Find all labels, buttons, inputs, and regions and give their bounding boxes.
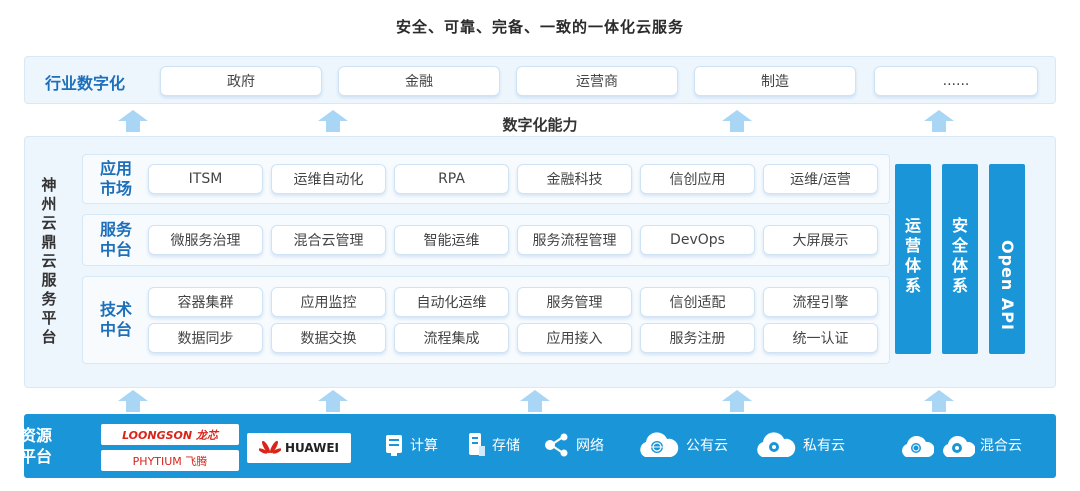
- service-middle-label: 服务中台: [99, 220, 132, 259]
- platform-label: 神州云鼎云服务平台: [41, 176, 57, 346]
- hybrid-cloud-public-icon: [902, 435, 934, 457]
- app-market-label: 应用市场: [99, 159, 132, 198]
- storage-item[interactable]: 存储: [465, 427, 520, 463]
- operation-system-bar[interactable]: 运营体系: [895, 164, 931, 354]
- tech-item[interactable]: 自动化运维: [394, 287, 509, 317]
- up-arrow-icon: [924, 110, 954, 132]
- tech-item[interactable]: 流程引擎: [763, 287, 878, 317]
- page-title: 安全、可靠、完备、一致的一体化云服务: [395, 18, 684, 36]
- up-arrow-icon: [924, 390, 954, 412]
- huawei-flower-icon: [258, 440, 281, 454]
- loongson-logo: LOONGSON 龙芯: [101, 424, 239, 445]
- industry-item[interactable]: 金融: [338, 66, 500, 96]
- up-arrow-icon: [520, 390, 550, 412]
- industry-label: 行业数字化: [45, 74, 126, 93]
- storage-icon: [469, 433, 485, 456]
- industry-item[interactable]: 政府: [160, 66, 322, 96]
- huawei-logo: HUAWEI: [247, 433, 351, 463]
- up-arrow-icon: [118, 110, 148, 132]
- up-arrow-icon: [722, 110, 752, 132]
- up-arrow-icon: [318, 390, 348, 412]
- tech-item[interactable]: 流程集成: [394, 323, 509, 353]
- public-cloud-item[interactable]: 公有云: [635, 427, 728, 463]
- tech-item[interactable]: 数据同步: [148, 323, 263, 353]
- resource-label: 资源平台: [20, 426, 53, 466]
- server-icon: [386, 435, 402, 456]
- network-icon: [545, 433, 568, 457]
- phytium-logo: PHYTIUM 飞腾: [101, 450, 239, 471]
- open-api-bar[interactable]: Open API: [989, 164, 1025, 354]
- hybrid-cloud-private-icon: [943, 435, 975, 457]
- tech-middle-label: 技术中台: [99, 300, 132, 339]
- service-item[interactable]: 大屏展示: [763, 225, 878, 255]
- app-item[interactable]: 信创应用: [640, 164, 755, 194]
- up-arrow-icon: [118, 390, 148, 412]
- public-cloud-icon: [640, 432, 679, 457]
- security-system-bar[interactable]: 安全体系: [942, 164, 978, 354]
- app-item[interactable]: 运维自动化: [271, 164, 386, 194]
- service-item[interactable]: DevOps: [640, 225, 755, 255]
- tech-item[interactable]: 应用接入: [517, 323, 632, 353]
- private-cloud-item[interactable]: 私有云: [752, 427, 845, 463]
- industry-item[interactable]: ......: [874, 66, 1038, 96]
- app-item[interactable]: RPA: [394, 164, 509, 194]
- app-item[interactable]: 运维/运营: [763, 164, 878, 194]
- compute-item[interactable]: 计算: [383, 427, 438, 463]
- up-arrow-icon: [722, 390, 752, 412]
- tech-item[interactable]: 统一认证: [763, 323, 878, 353]
- up-arrow-icon: [318, 110, 348, 132]
- service-item[interactable]: 混合云管理: [271, 225, 386, 255]
- capability-title: 数字化能力: [502, 116, 578, 134]
- tech-item[interactable]: 服务注册: [640, 323, 755, 353]
- tech-item[interactable]: 数据交换: [271, 323, 386, 353]
- app-item[interactable]: ITSM: [148, 164, 263, 194]
- hybrid-cloud-item[interactable]: 混合云: [898, 427, 1022, 463]
- service-item[interactable]: 智能运维: [394, 225, 509, 255]
- tech-item[interactable]: 应用监控: [271, 287, 386, 317]
- service-item[interactable]: 服务流程管理: [517, 225, 632, 255]
- tech-item[interactable]: 服务管理: [517, 287, 632, 317]
- service-item[interactable]: 微服务治理: [148, 225, 263, 255]
- private-cloud-icon: [757, 432, 796, 457]
- industry-item[interactable]: 制造: [694, 66, 856, 96]
- app-item[interactable]: 金融科技: [517, 164, 632, 194]
- industry-item[interactable]: 运营商: [516, 66, 678, 96]
- tech-item[interactable]: 容器集群: [148, 287, 263, 317]
- network-item[interactable]: 网络: [543, 427, 604, 463]
- tech-item[interactable]: 信创适配: [640, 287, 755, 317]
